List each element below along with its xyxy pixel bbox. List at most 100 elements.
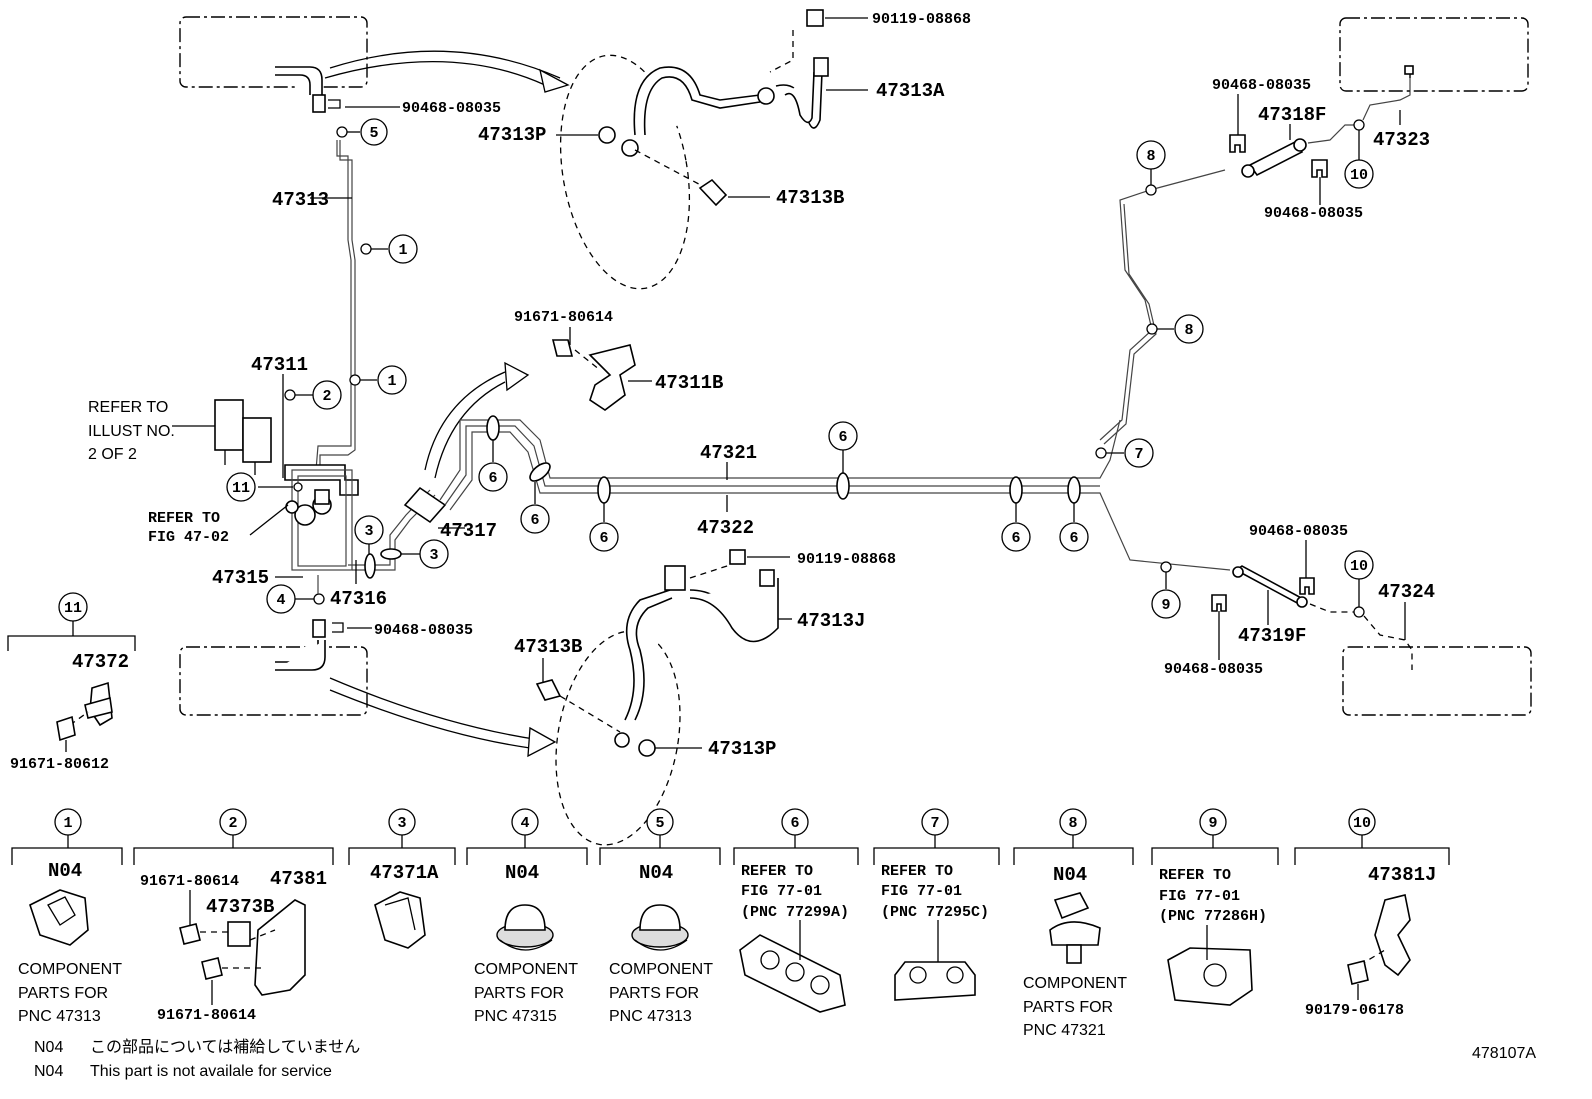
bolt-47313B-top[interactable]: [698, 178, 728, 207]
callout-circle-1-lower: [377, 365, 407, 395]
brake-pipe-47321[interactable]: [439, 419, 1121, 501]
label-47321[interactable]: 47321: [700, 442, 757, 464]
clamp-77286H[interactable]: [1167, 947, 1253, 1006]
svg-text:47373B: 47373B: [206, 896, 274, 918]
svg-text:47381J: 47381J: [1368, 864, 1436, 886]
bracket-47381J[interactable]: [1374, 894, 1411, 977]
bolt-91671-b[interactable]: [201, 957, 223, 980]
label-47319F[interactable]: 47319F: [1238, 625, 1306, 647]
clip-90468-br2[interactable]: [1211, 594, 1227, 612]
svg-text:9: 9: [1208, 815, 1217, 832]
flex-hose-47319F[interactable]: [1234, 565, 1307, 605]
union-47317[interactable]: [403, 486, 447, 524]
bolt-47313B-bottom[interactable]: [535, 679, 562, 701]
svg-text:91671-80614: 91671-80614: [157, 1007, 256, 1024]
clip-component-1[interactable]: [29, 889, 89, 946]
footnotes: N04 この部品については補給していません N04 This part is n…: [34, 1038, 1536, 1080]
label-47313J[interactable]: 47313J: [797, 610, 865, 632]
clip-90468-tr2[interactable]: [1311, 159, 1328, 178]
label-90119-08868-top[interactable]: 90119-08868: [872, 11, 971, 28]
callout-circle-1-upper: [388, 234, 418, 264]
svg-text:PNC 47313: PNC 47313: [18, 1008, 101, 1025]
top-left-section: 90468-08035 5 47313 1 1: [179, 16, 501, 471]
svg-text:N04: N04: [1053, 864, 1087, 886]
svg-text:7: 7: [930, 815, 939, 832]
union-47313A[interactable]: [813, 57, 829, 77]
label-47318F[interactable]: 47318F: [1258, 104, 1326, 126]
label-90468-08035-tr2[interactable]: 90468-08035: [1264, 205, 1363, 222]
detail-arrow-top: [329, 50, 561, 79]
brake-pipe-47323[interactable]: [1362, 72, 1411, 121]
clip-90468-br1[interactable]: [1299, 577, 1315, 595]
clip-90468-tr1[interactable]: [1229, 134, 1246, 153]
label-47372[interactable]: 47372: [72, 651, 129, 673]
label-47313B-top[interactable]: 47313B: [776, 187, 844, 209]
label-90468-08035-mid[interactable]: 90468-08035: [374, 622, 473, 639]
bolt-91671-80612[interactable]: [56, 715, 76, 742]
bottom-left-section: [179, 640, 557, 758]
label-47324[interactable]: 47324: [1378, 581, 1435, 603]
clip-component-8[interactable]: [1053, 892, 1090, 920]
bracket-detail-47311B: 91671-80614 47311B: [514, 309, 723, 411]
clip-47313P-top[interactable]: [598, 126, 616, 144]
clip-47313P-bottom[interactable]: [638, 739, 656, 757]
brake-pipe-47322[interactable]: [449, 431, 1231, 571]
svg-text:6: 6: [488, 470, 497, 487]
clamp-77299A[interactable]: [739, 934, 846, 1013]
brake-pipe-rear-upper[interactable]: [1099, 169, 1226, 441]
label-90468-08035-tr1[interactable]: 90468-08035: [1212, 77, 1311, 94]
label-47313P-top[interactable]: 47313P: [478, 124, 546, 146]
svg-text:PARTS FOR: PARTS FOR: [1023, 999, 1113, 1016]
bracket-47311B[interactable]: [588, 344, 636, 411]
label-47322[interactable]: 47322: [697, 517, 754, 539]
bolt-91671-a[interactable]: [179, 923, 201, 945]
brake-pipe-47313[interactable]: [319, 140, 356, 470]
svg-text:8: 8: [1184, 322, 1193, 339]
svg-text:3: 3: [429, 547, 438, 564]
callout-circle-11: [226, 472, 256, 502]
svg-text:N04: N04: [34, 1063, 63, 1080]
label-91671-80614[interactable]: 91671-80614: [514, 309, 613, 326]
bracket-47381[interactable]: [254, 899, 306, 996]
grommet-component-4[interactable]: [504, 904, 546, 931]
clamp-77295C[interactable]: [894, 961, 976, 1001]
label-47313[interactable]: 47313: [272, 189, 329, 211]
grommet-component-5[interactable]: [639, 904, 681, 931]
callout-circle-6-f: [1059, 522, 1089, 552]
label-47317[interactable]: 47317: [440, 520, 497, 542]
label-47323[interactable]: 47323: [1373, 129, 1430, 151]
actuator-body[interactable]: [214, 399, 244, 451]
callout-circle-7: [1124, 438, 1154, 468]
svg-text:PARTS FOR: PARTS FOR: [474, 985, 564, 1002]
detail-arrow-middle: [424, 371, 506, 471]
svg-text:47371A: 47371A: [370, 862, 439, 884]
clip-47371A[interactable]: [374, 891, 426, 949]
bolt-90119-top[interactable]: [806, 9, 824, 27]
callout-circle-6-c: [589, 522, 619, 552]
label-47311[interactable]: 47311: [251, 354, 308, 376]
svg-text:6: 6: [1011, 530, 1020, 547]
nut-90179-06178[interactable]: [1347, 960, 1369, 985]
label-47313B-bottom[interactable]: 47313B: [514, 636, 582, 658]
label-90468-08035-br2[interactable]: 90468-08035: [1164, 661, 1263, 678]
label-90468-08035-br1[interactable]: 90468-08035: [1249, 523, 1348, 540]
label-91671-80612[interactable]: 91671-80612: [10, 756, 109, 773]
bracket-47373B[interactable]: [227, 921, 251, 947]
callout-circle-9: [1151, 589, 1181, 619]
label-47316[interactable]: 47316: [330, 588, 387, 610]
label-90119-08868-mid[interactable]: 90119-08868: [797, 551, 896, 568]
label-90468-08035-top[interactable]: 90468-08035: [402, 100, 501, 117]
legend-box-2: 2 91671-80614 47381 47373B 91671-80614: [133, 808, 334, 1024]
svg-text:FIG 77-01: FIG 77-01: [881, 883, 962, 900]
label-47315[interactable]: 47315: [212, 567, 269, 589]
svg-text:8: 8: [1146, 148, 1155, 165]
legend-row: 1 N04 COMPONENT PARTS FOR PNC 47313 2 91…: [11, 808, 1450, 1039]
label-47311B[interactable]: 47311B: [655, 372, 723, 394]
label-47313A[interactable]: 47313A: [876, 80, 945, 102]
label-47313P-bottom[interactable]: 47313P: [708, 738, 776, 760]
fitting-90468[interactable]: [312, 94, 326, 113]
svg-text:10: 10: [1353, 815, 1371, 832]
bolt-90119-mid[interactable]: [729, 549, 746, 565]
bolt-91671-80614[interactable]: [551, 339, 574, 357]
brake-pipe-47324[interactable]: [1363, 615, 1413, 670]
